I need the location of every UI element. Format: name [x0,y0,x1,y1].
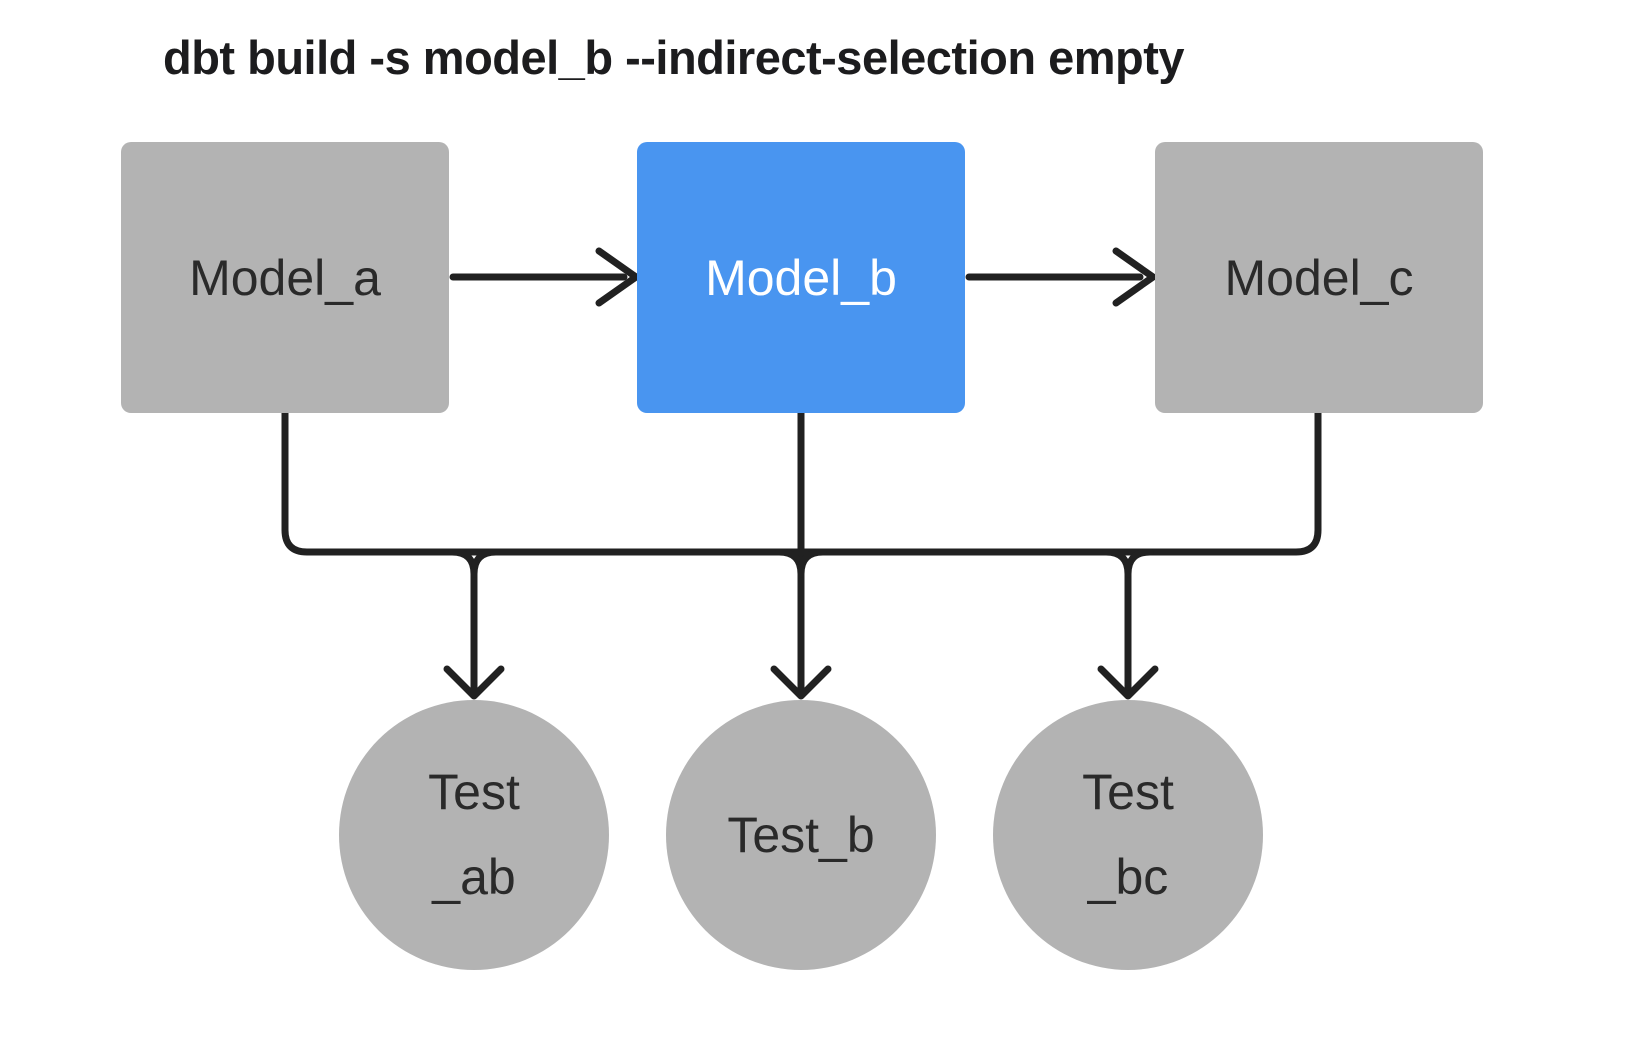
arrowhead-test-bc-icon [1097,665,1159,700]
node-test-ab-label-line1: Test [428,764,520,820]
node-model-c: Model_c [1155,142,1483,413]
arrowhead-model-c-icon [1112,247,1157,307]
node-model-b-label: Model_b [705,249,897,306]
node-model-a-label: Model_a [189,249,381,306]
edge-branch-test-ab-fillet [470,548,500,578]
diagram-title: dbt build -s model_b --indirect-selectio… [163,31,1185,84]
node-test-ab-label-line2: _ab [432,849,516,905]
node-test-bc: Test _bc [993,700,1263,970]
edge-branch-test-bc-fillet [1124,548,1154,578]
node-test-b: Test_b [666,700,936,970]
node-test-bc-label-line1: Test [1082,764,1174,820]
edge-crossing-fillet-right [797,548,827,578]
arrowhead-model-b-icon [595,247,640,307]
node-test-b-label: Test_b [727,806,875,863]
node-model-c-label: Model_c [1224,249,1414,306]
node-model-b-selected: Model_b [637,142,965,413]
node-test-ab: Test _ab [339,700,609,970]
node-test-bc-label-line2: _bc [1087,849,1169,905]
arrowhead-test-b-icon [770,665,832,700]
node-model-a: Model_a [121,142,449,413]
arrowhead-test-ab-icon [443,665,505,700]
